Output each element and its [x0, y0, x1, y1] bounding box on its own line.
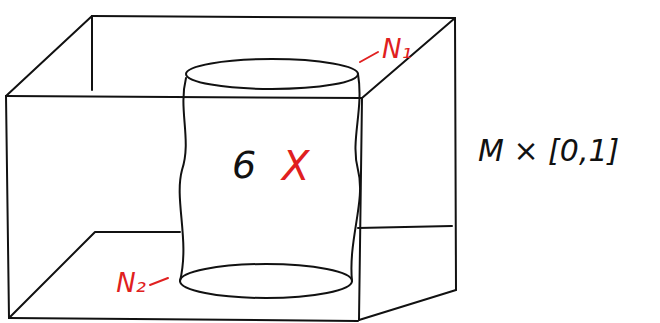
top-left-edge	[6, 16, 92, 96]
boundary-label: N₂	[116, 270, 146, 296]
back-bottom-edge	[9, 232, 180, 318]
cylinder-right-side	[351, 74, 360, 281]
front-left-edge	[6, 96, 9, 318]
back-right-edge	[455, 18, 456, 290]
cobordism-label: X	[282, 146, 309, 186]
back-left-edge	[91, 16, 93, 90]
back-bottom-edge-right	[358, 226, 452, 228]
front-bottom-edge	[9, 318, 358, 321]
top-circle	[186, 59, 358, 89]
bottom-circle	[180, 264, 352, 298]
leader-line	[360, 52, 378, 62]
front-right-edge	[359, 98, 362, 320]
symbol-mark: 6	[232, 146, 256, 184]
back-top-edge	[92, 16, 455, 18]
boundary-label: N₁	[382, 36, 412, 62]
top-right-edge	[362, 18, 455, 98]
bottom-right-edge	[359, 290, 456, 320]
space-label: M × [0,1]	[478, 136, 619, 166]
leader-line	[150, 278, 168, 285]
cylinder-left-side	[180, 78, 186, 281]
